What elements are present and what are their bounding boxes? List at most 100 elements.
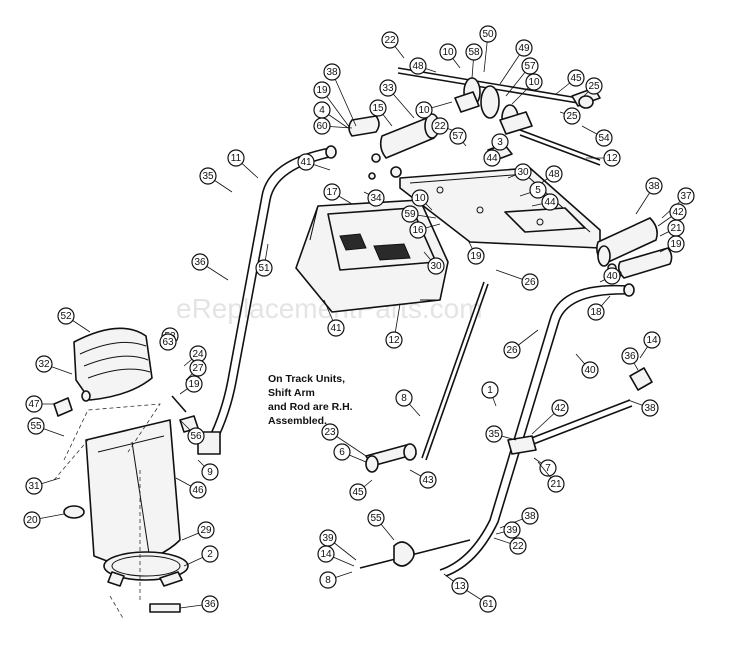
callout-circle	[479, 595, 497, 613]
right-handle	[439, 283, 635, 577]
callout-circle	[547, 475, 565, 493]
callout-circle	[521, 507, 539, 525]
callout-circle	[585, 77, 603, 95]
callout-7: 7	[533, 457, 557, 477]
grip-set-left	[348, 113, 440, 180]
callout-label: 55	[370, 513, 382, 524]
shift-arm	[365, 443, 417, 473]
callout-label: 40	[584, 365, 596, 376]
callout-19: 19	[313, 81, 351, 129]
callout-55: 55	[367, 509, 395, 541]
callout-10: 10	[411, 189, 433, 211]
callout-40: 40	[575, 353, 599, 379]
callout-44: 44	[483, 149, 501, 167]
callout-label: 48	[412, 61, 424, 72]
callout-label: 44	[544, 197, 556, 208]
callout-circle	[367, 509, 385, 527]
callout-label: 58	[468, 47, 480, 58]
callout-label: 38	[326, 67, 338, 78]
callout-label: 49	[518, 43, 530, 54]
callout-label: 3	[497, 137, 503, 148]
callout-circle	[189, 359, 207, 377]
callout-20: 20	[23, 511, 65, 529]
control-rod	[359, 539, 471, 569]
callout-circle	[201, 463, 219, 481]
callout-label: 32	[38, 359, 50, 370]
callout-label: 36	[194, 257, 206, 268]
callout-circle	[57, 307, 75, 325]
callout-label: 12	[388, 335, 400, 346]
callout-58: 58	[465, 43, 483, 79]
callout-10: 10	[415, 101, 453, 119]
shift-rod-assembly	[397, 67, 601, 249]
callout-label: 38	[524, 511, 536, 522]
callout-35: 35	[199, 167, 233, 193]
callout-circle	[327, 319, 345, 337]
callout-circle	[479, 25, 497, 43]
callout-4: 4	[313, 101, 349, 129]
leader-line	[331, 71, 357, 127]
callout-label: 23	[324, 427, 336, 438]
callout-38: 38	[635, 177, 663, 215]
callout-circle	[379, 79, 397, 97]
callout-1: 1	[481, 381, 499, 407]
callout-circle	[415, 101, 433, 119]
crank-bracket	[171, 395, 199, 433]
note-line-3: and Rod are R.H.	[268, 401, 353, 413]
callout-label: 25	[566, 111, 578, 122]
callout-25: 25	[583, 77, 603, 97]
callout-29: 29	[181, 521, 215, 541]
callout-circle	[491, 133, 509, 151]
callout-circle	[529, 181, 547, 199]
callout-63: 63	[159, 333, 177, 351]
callout-circle	[514, 163, 532, 181]
callout-25: 25	[559, 107, 581, 125]
callout-circle	[385, 331, 403, 349]
callout-circle	[621, 347, 639, 365]
shift-rod	[421, 281, 489, 461]
callout-44: 44	[531, 193, 559, 211]
callout-label: 2	[207, 549, 213, 560]
callout-19: 19	[179, 375, 203, 395]
callout-circle	[481, 381, 499, 399]
callout-label: 14	[320, 549, 332, 560]
callout-45: 45	[349, 479, 373, 501]
callout-circle	[27, 417, 45, 435]
callout-circle	[509, 537, 527, 555]
callout-14: 14	[317, 545, 355, 567]
callout-label: 21	[550, 479, 562, 490]
callout-33: 33	[379, 79, 415, 119]
callout-circle	[35, 355, 53, 373]
lever-assembly	[507, 399, 633, 455]
callout-31: 31	[25, 477, 61, 495]
callout-label: 38	[644, 403, 656, 414]
callout-label: 39	[322, 533, 334, 544]
callout-label: 60	[316, 121, 328, 132]
callout-38: 38	[323, 63, 357, 127]
callout-label: 5	[535, 185, 541, 196]
callout-60: 60	[313, 117, 353, 135]
callout-label: 19	[470, 251, 482, 262]
callout-41: 41	[323, 299, 345, 337]
callout-circle	[411, 189, 429, 207]
callout-36: 36	[621, 347, 639, 371]
callout-circle	[541, 193, 559, 211]
callout-12: 12	[586, 149, 621, 167]
callout-circle	[467, 247, 485, 265]
callout-circle	[199, 167, 217, 185]
callout-48: 48	[539, 165, 563, 185]
callout-circle	[227, 149, 245, 167]
callout-circle	[595, 129, 613, 147]
callout-label: 8	[401, 393, 407, 404]
callout-label: 10	[418, 105, 430, 116]
callout-circle	[545, 165, 563, 183]
callout-label: 43	[422, 475, 434, 486]
callout-label: 25	[588, 81, 600, 92]
callout-label: 24	[192, 349, 204, 360]
chute	[63, 419, 189, 613]
callout-label: 22	[384, 35, 396, 46]
callout-label: 61	[482, 599, 494, 610]
callout-label: 37	[680, 191, 692, 202]
callout-circle	[677, 187, 695, 205]
